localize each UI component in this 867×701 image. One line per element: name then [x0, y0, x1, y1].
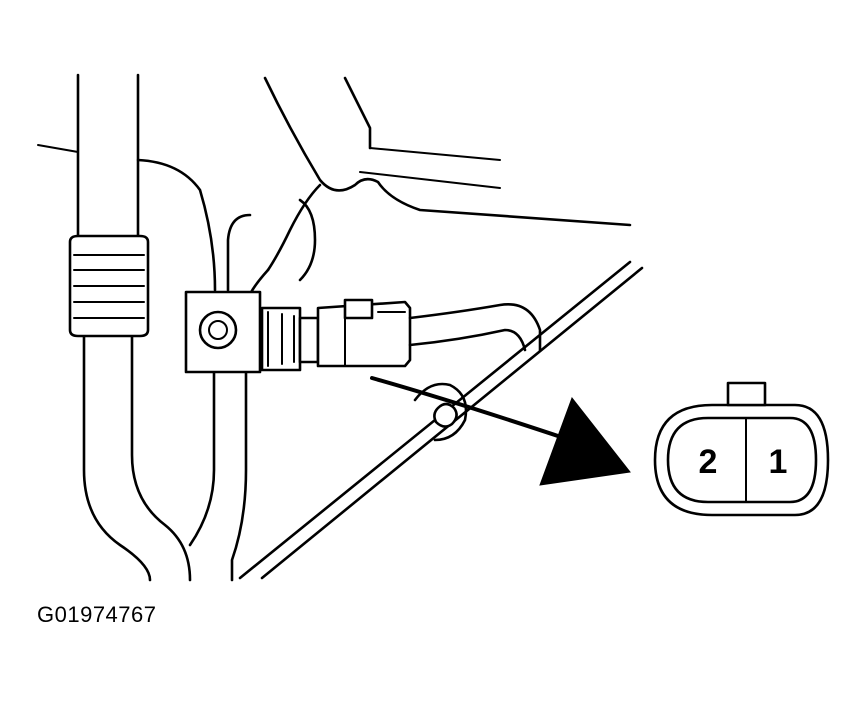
diagonal-bracket	[238, 260, 644, 580]
wire-harness	[408, 302, 542, 352]
sensor-hex-nut	[260, 306, 302, 372]
pin-2-label: 2	[699, 443, 718, 481]
vertical-tube	[76, 73, 192, 582]
tube-coupling	[68, 234, 150, 338]
connector-face-inset: 2 1	[653, 381, 830, 517]
connector-locking-tab	[726, 381, 767, 407]
sensor-block	[184, 290, 262, 374]
sensor-connector-plug	[298, 298, 412, 368]
pin-1-label: 1	[769, 443, 788, 481]
connector-inner-face	[666, 416, 818, 504]
figure-id-label: G01974767	[37, 602, 157, 627]
pointer-arrow	[370, 376, 631, 486]
lower-tube	[188, 370, 248, 582]
